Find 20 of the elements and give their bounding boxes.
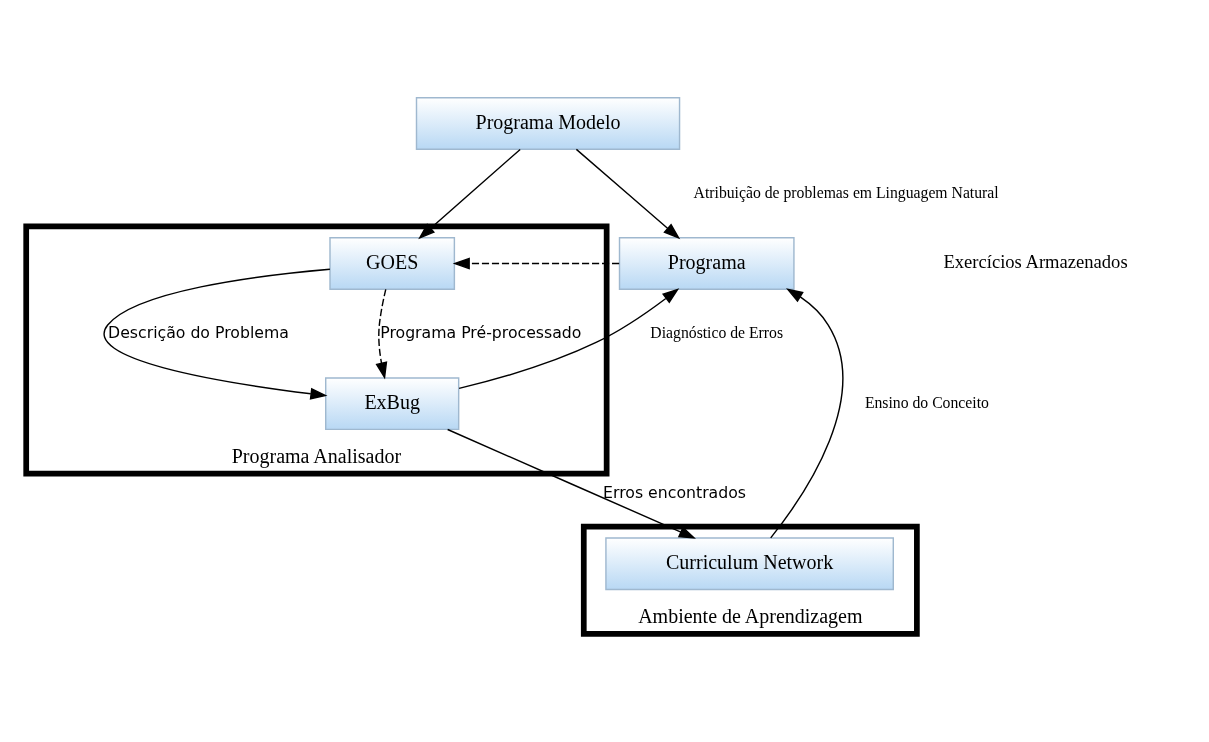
arrow (458, 287, 680, 389)
arrow (418, 148, 521, 239)
node-box: GOES (329, 236, 456, 290)
arrow (446, 428, 696, 539)
node-box: Programa Modelo (415, 96, 681, 150)
label: Exercícios Armazenados (943, 250, 1128, 272)
edge-label: Ensino do Conceito (864, 393, 989, 411)
arrow (770, 287, 844, 539)
arrow (452, 257, 620, 270)
node-box: Curriculum Network (605, 536, 894, 590)
edge-label: Programa Pré-processado (380, 322, 582, 342)
edge-label: Erros encontrados (603, 482, 747, 502)
arrow (575, 148, 681, 239)
edge-label: Descrição do Problema (108, 322, 289, 342)
node-box: Programa (618, 236, 795, 290)
node-box: ExBug (325, 376, 460, 430)
arrow (375, 288, 388, 379)
edge-label: Diagnóstico de Erros (650, 323, 784, 341)
edge-label: Atribuição de problemas em Linguagem Natural (693, 183, 999, 201)
arrow (103, 267, 331, 400)
